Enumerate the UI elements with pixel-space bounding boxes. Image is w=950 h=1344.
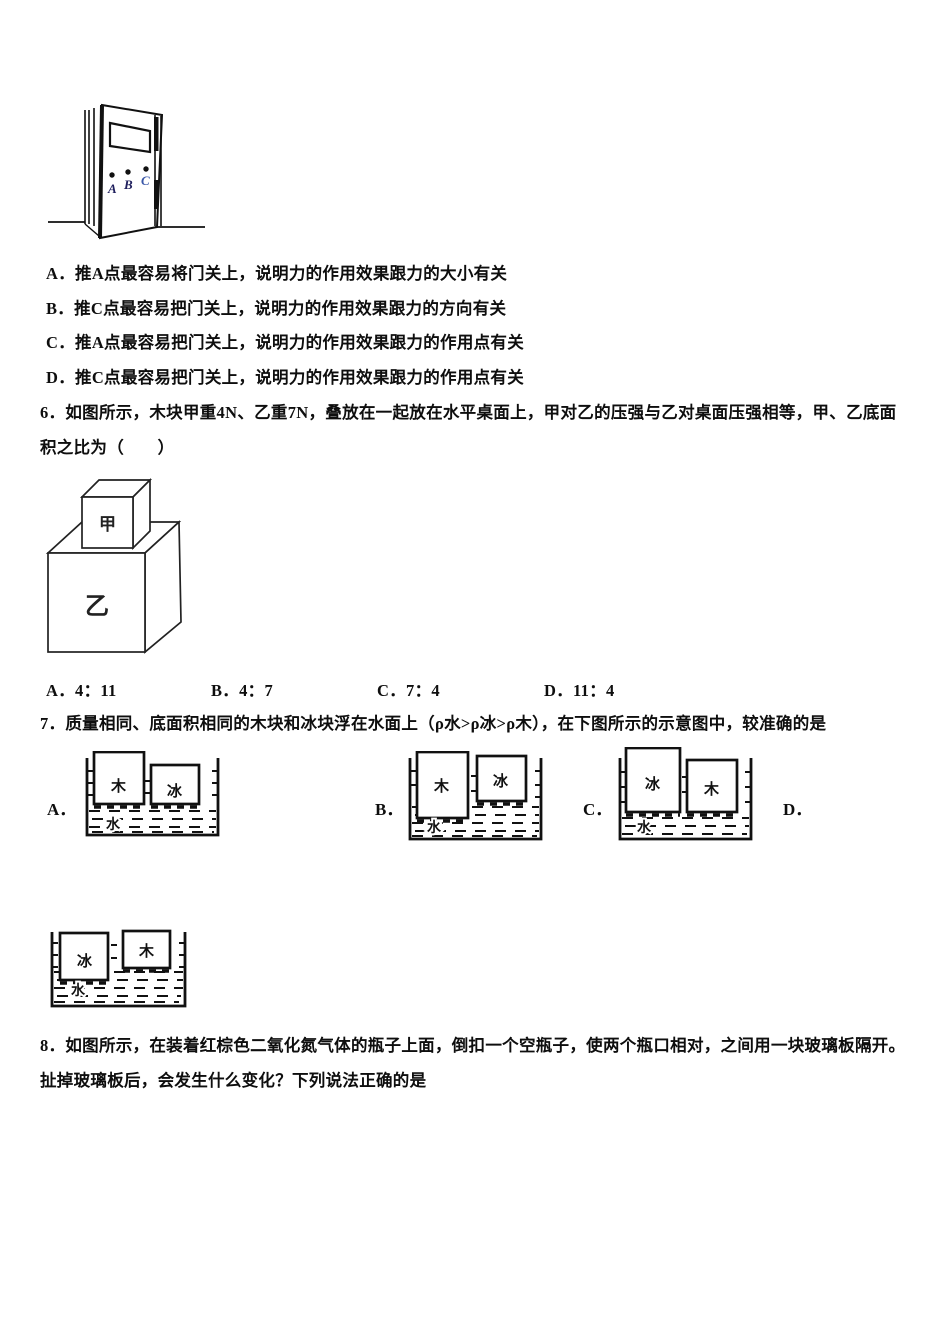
surface-ticks-b [417, 802, 526, 823]
ice-label-c: 冰 [645, 775, 661, 793]
ice-label-b: 冰 [493, 772, 509, 790]
q5-option-c: C．推A点最容易把门关上，说明力的作用效果跟力的作用点有关 [46, 333, 525, 352]
door-point-label-a: A [107, 181, 117, 196]
q6-text-line2: 积之比为（ ） [40, 438, 175, 457]
wood-block-d [121, 929, 172, 970]
door-point-label-b: B [123, 177, 133, 192]
float-figure-c: 冰 木 水 [618, 747, 753, 841]
q8-text-line1: 8．如图所示，在装着红棕色二氧化氮气体的瓶子上面，倒扣一个空瓶子，使两个瓶口相对… [40, 1036, 906, 1055]
q6-text-line1: 6．如图所示，木块甲重4N、乙重7N，叠放在一起放在水平桌面上，甲对乙的压强与乙… [40, 403, 897, 422]
q8-text-line2: 扯掉玻璃板后，会发生什么变化？下列说法正确的是 [40, 1071, 427, 1090]
ice-block-c [624, 747, 682, 814]
wall-ticks-c [620, 771, 751, 803]
water-label-b: 水 [427, 819, 442, 836]
wood-block-a [92, 751, 146, 806]
q5-option-b: B．推C点最容易把门关上，说明力的作用效果跟力的方向有关 [46, 299, 507, 318]
q7-option-a-label: A． [47, 800, 77, 819]
wood-label-c: 木 [703, 780, 720, 798]
ice-block-a [149, 763, 201, 806]
water-label-c: 水 [637, 819, 652, 836]
wood-label-a: 木 [110, 777, 127, 795]
door-point-c-dot [143, 166, 149, 172]
ice-label-d: 冰 [77, 952, 93, 970]
wall-ticks-b [410, 770, 541, 798]
ice-block-b [475, 754, 528, 803]
q7-text: 7．质量相同、底面积相同的木块和冰块浮在水面上（ρ水>ρ冰>ρ木），在下图所示的… [40, 714, 827, 733]
container-b [408, 758, 543, 841]
container-d [50, 932, 187, 1008]
door-threshold [84, 223, 100, 237]
q5-option-d: D．推C点最容易把门关上，说明力的作用效果跟力的作用点有关 [46, 368, 525, 387]
door-latch-upper [154, 117, 159, 151]
float-figure-a: 木 冰 水 [85, 751, 220, 837]
door-figure: A B C [48, 103, 205, 240]
cube-jia-front [81, 496, 134, 549]
surface-ticks-d [60, 969, 170, 985]
q6-option-a: A．4：11 [46, 681, 117, 700]
q7-option-c-label: C． [583, 800, 613, 819]
door-point-label-c: C [141, 173, 150, 188]
q6-option-b: B．4：7 [211, 681, 274, 700]
ice-block-d [58, 931, 110, 982]
q6-option-c: C．7：4 [377, 681, 440, 700]
water-dashes-b [412, 806, 539, 837]
door-frame-left [84, 108, 95, 226]
wall-ticks-a [87, 770, 218, 796]
q6-option-d: D．11：4 [544, 681, 615, 700]
water-dashes-a [89, 810, 216, 833]
door-edge [98, 104, 104, 239]
wood-label-b: 木 [433, 777, 450, 795]
water-label-d: 水 [71, 982, 86, 999]
door-point-a-dot [109, 172, 115, 178]
float-figure-b: 木 冰 水 [408, 751, 543, 841]
q7-option-d-label: D． [783, 800, 813, 819]
ice-label-a: 冰 [167, 782, 183, 800]
q5-option-a: A．推A点最容易将门关上，说明力的作用效果跟力的大小有关 [46, 264, 508, 283]
float-figure-d: 冰 木 水 [50, 929, 187, 1008]
water-dashes-c [622, 817, 749, 835]
wood-block-c [685, 758, 739, 814]
door-window [108, 121, 152, 154]
container-a [85, 758, 220, 837]
cube-yi-label: 乙 [85, 594, 109, 620]
cube-yi-front [47, 552, 146, 653]
water-label-a: 水 [106, 816, 121, 833]
container-c [618, 758, 753, 841]
stacked-blocks-figure: 甲 乙 [45, 477, 182, 654]
door-point-b-dot [125, 169, 131, 175]
door-latch-lower [154, 180, 159, 209]
water-dashes-d [54, 971, 183, 1003]
cube-jia-label: 甲 [99, 515, 116, 534]
q7-option-b-label: B． [375, 800, 404, 819]
wood-label-d: 木 [138, 942, 155, 960]
wood-block-b [415, 751, 470, 820]
wall-ticks-d [52, 942, 185, 968]
